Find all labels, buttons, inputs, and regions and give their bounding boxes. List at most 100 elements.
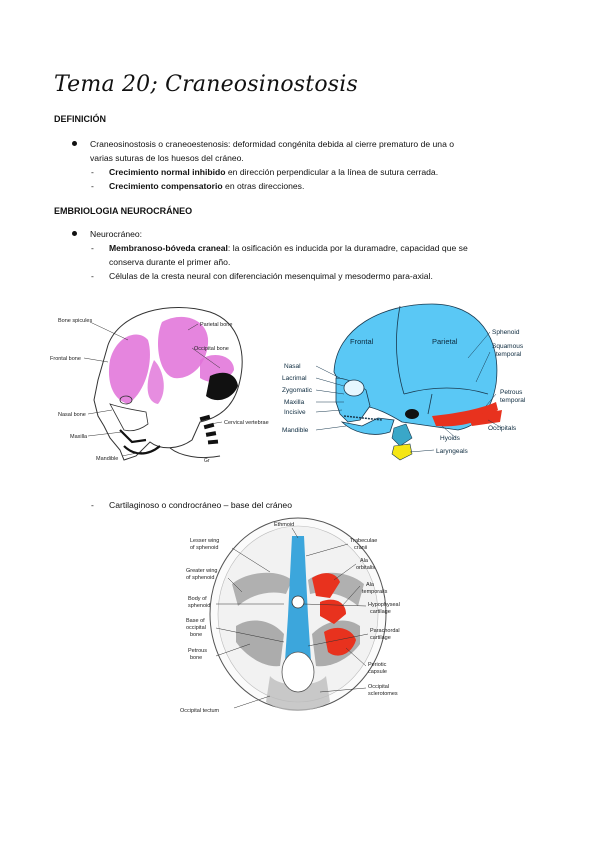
label-mandible: Mandible — [96, 456, 118, 462]
label-parietal-bone: Parietal bone — [200, 322, 232, 328]
label-leader-lines — [215, 527, 369, 709]
label-body-sphenoid: Body of — [188, 596, 207, 602]
bullet-text-continued: varias suturas de los huesos del cráneo. — [90, 153, 244, 163]
orbit-shape — [119, 395, 133, 405]
label-periotic: Periotic — [368, 662, 387, 668]
dash-text: Células de la cresta neural con diferenc… — [109, 271, 433, 281]
label-nasal: Nasal — [284, 363, 301, 370]
periotic-capsule-shape — [324, 627, 356, 656]
ala-orbitalis-shape — [312, 573, 340, 598]
section-heading-embriologia: EMBRIOLOGIA NEUROCRÁNEO — [54, 206, 193, 216]
label-petrous-bone: Petrous — [188, 648, 207, 654]
squamous-suture — [403, 387, 489, 395]
figure-fetal-skull-ossification: Bone spicules Frontal bone Parietal bone… — [50, 306, 269, 464]
occipital-bone-shape — [206, 372, 238, 401]
dash-icon: - — [91, 181, 94, 191]
label-occipital-sclerotomes: Occipital — [368, 684, 389, 690]
dash-bold-text: Crecimiento compensatorio — [109, 181, 223, 191]
hyoids-shape — [391, 423, 413, 447]
label-zygomatic: Zygomatic — [282, 387, 313, 394]
label-maxilla: Maxilla — [284, 399, 305, 406]
suture-line — [427, 393, 433, 415]
parietal-ossification-lower — [147, 360, 164, 404]
label-laryngeals: Laryngeals — [436, 448, 469, 455]
bullet-item: Craneosinostosis o craneoestenosis: defo… — [72, 137, 542, 165]
figure-fetal-skull-bones: Frontal Parietal Sphenoid Squamous tempo… — [282, 303, 526, 461]
parietal-ossification-area — [158, 316, 209, 379]
label-frontal-bone: Frontal bone — [50, 356, 81, 362]
label-trabeculae-2: cranii — [354, 545, 367, 551]
label-petrous-bone-2: bone — [190, 655, 202, 661]
dash-text-continued: conserva durante el primer año. — [109, 257, 231, 267]
dash-icon: - — [91, 271, 94, 281]
petrous-bone-shape — [236, 620, 284, 667]
bullet-icon — [72, 231, 77, 236]
ala-temporalis-shape — [320, 599, 346, 624]
dash-item: - Crecimiento normal inhibido en direcci… — [91, 165, 541, 179]
label-parachordal-2: cartilage — [370, 635, 391, 641]
bullet-text: Craneosinostosis o craneoestenosis: defo… — [90, 139, 455, 149]
dash-text: : la osificación es inducida por la dura… — [227, 243, 468, 253]
label-base-occipital-2: occipital — [186, 625, 206, 631]
teeth-row — [343, 415, 383, 421]
dash-icon: - — [91, 243, 94, 253]
coronal-suture — [396, 305, 405, 395]
label-petrous-temporal: temporal — [500, 397, 526, 404]
label-trabeculae: Trabeculae — [350, 538, 377, 544]
ear-opening — [405, 409, 419, 419]
figure-chondrocranium: Ethmoid Lesser wing of sphenoid Greater … — [180, 517, 400, 714]
label-occipital-tectum: Occipital tectum — [180, 708, 220, 714]
label-squamous-temporal: temporal — [496, 351, 522, 358]
mandible-shape — [340, 417, 395, 435]
frontal-ossification-area — [108, 334, 150, 404]
dash-bold-text: Crecimiento normal inhibido — [109, 167, 226, 177]
dash-item: - Cartilaginoso o condrocráneo – base de… — [91, 498, 541, 512]
dash-item: - Membranoso-bóveda craneal: la osificac… — [91, 241, 541, 269]
neck-outline — [169, 447, 221, 459]
label-lesser-wing: Lesser wing — [190, 538, 219, 544]
orbit-shape — [343, 379, 365, 397]
bullet-icon — [72, 141, 77, 146]
dash-text: Cartilaginoso o condrocráneo – base del … — [109, 500, 292, 510]
label-occipital-sclerotomes-2: sclerotomes — [368, 691, 398, 697]
mandible-shape — [123, 445, 161, 455]
dash-icon: - — [91, 167, 94, 177]
foramen-magnum — [281, 651, 315, 693]
dash-icon: - — [91, 500, 94, 510]
cervical-vertebrae-shape — [199, 414, 219, 445]
label-base-occipital-3: bone — [190, 632, 202, 638]
label-occipitals: Occipitals — [488, 425, 517, 432]
label-parietal: Parietal — [432, 337, 458, 346]
dash-bold-text: Membranoso-bóveda craneal — [109, 243, 228, 253]
label-petrous: Petrous — [500, 389, 523, 396]
label-periotic-2: capsule — [368, 669, 387, 675]
dash-item: - Crecimiento compensatorio en otras dir… — [91, 179, 541, 193]
label-ala-temporalis: Ala — [366, 582, 375, 588]
label-parachordal: Parachordal — [370, 628, 400, 634]
occipitals-shape — [468, 410, 502, 426]
label-squamous: Squamous — [492, 343, 524, 350]
label-ala-temporalis-2: temporalis — [362, 589, 388, 595]
label-frontal: Frontal — [350, 337, 374, 346]
label-body-sphenoid-2: sphenoid — [188, 603, 210, 609]
skull-shape — [333, 303, 498, 431]
label-sphenoid: Sphenoid — [492, 329, 520, 336]
label-mandible: Mandible — [282, 427, 309, 434]
label-occipital-bone: Occipital bone — [194, 346, 229, 352]
lesser-wing-shape — [232, 572, 292, 606]
label-bone-spicules: Bone spicules — [58, 318, 92, 324]
label-hypophyseal: Hypophyseal — [368, 602, 400, 608]
hypophyseal-fossa — [291, 595, 305, 609]
bullet-item: Neurocráneo: — [72, 227, 542, 241]
dash-text: en otras direcciones. — [222, 181, 305, 191]
dash-text: en dirección perpendicular a la línea de… — [225, 167, 439, 177]
petrous-temporal-shape — [432, 402, 498, 427]
page-title: Tema 20; Craneosinostosis — [54, 72, 358, 97]
bullet-text: Neurocráneo: — [90, 229, 143, 239]
artist-mark: Gr — [204, 458, 210, 464]
maxilla-shape — [119, 429, 147, 444]
label-incisive: Incisive — [284, 409, 306, 416]
label-hyoids: Hyoids — [440, 435, 461, 442]
dash-item: - Células de la cresta neural con difere… — [91, 269, 541, 283]
